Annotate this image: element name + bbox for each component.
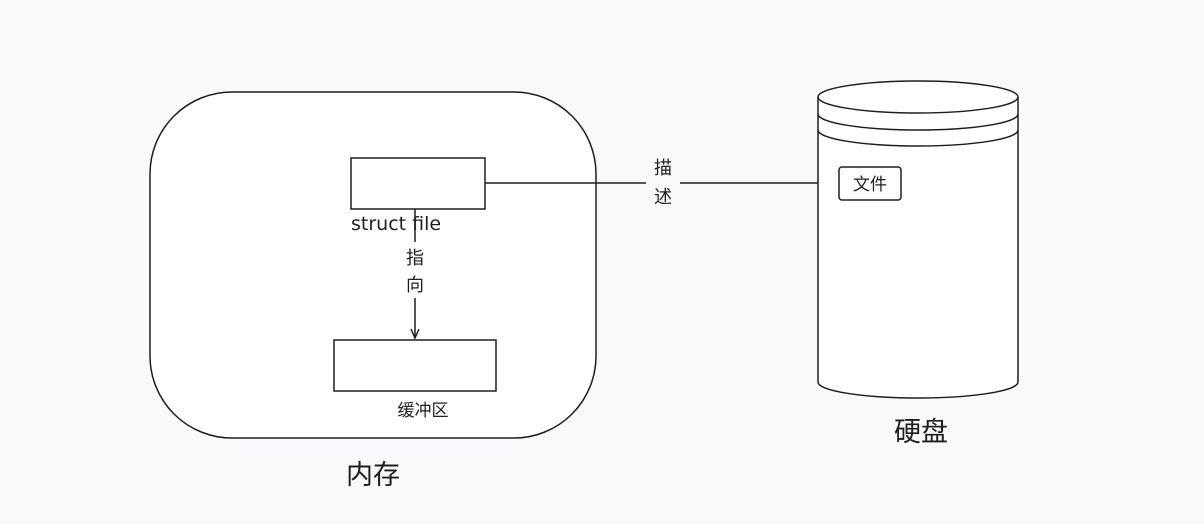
disk-label: 硬盘 <box>894 417 948 448</box>
disk-ring-2 <box>817 129 1019 147</box>
buffer-box <box>333 339 497 392</box>
disk-cylinder <box>817 80 1019 399</box>
struct-file-label: struct file <box>351 213 441 235</box>
struct-file-box <box>350 157 486 210</box>
points-to-label-2: 向 <box>406 275 424 296</box>
memory-label: 内存 <box>346 460 400 491</box>
describes-label-2: 述 <box>654 187 672 208</box>
buffer-label: 缓冲区 <box>398 401 449 421</box>
describes-label-bg <box>646 152 680 212</box>
disk-file-box <box>838 166 902 201</box>
points-to-label-bg <box>402 242 429 298</box>
disk-top <box>817 80 1019 114</box>
disk-file-label: 文件 <box>853 175 887 195</box>
disk-ring-1 <box>817 113 1019 131</box>
describes-label-1: 描 <box>654 158 672 179</box>
points-to-label-1: 指 <box>406 248 424 269</box>
